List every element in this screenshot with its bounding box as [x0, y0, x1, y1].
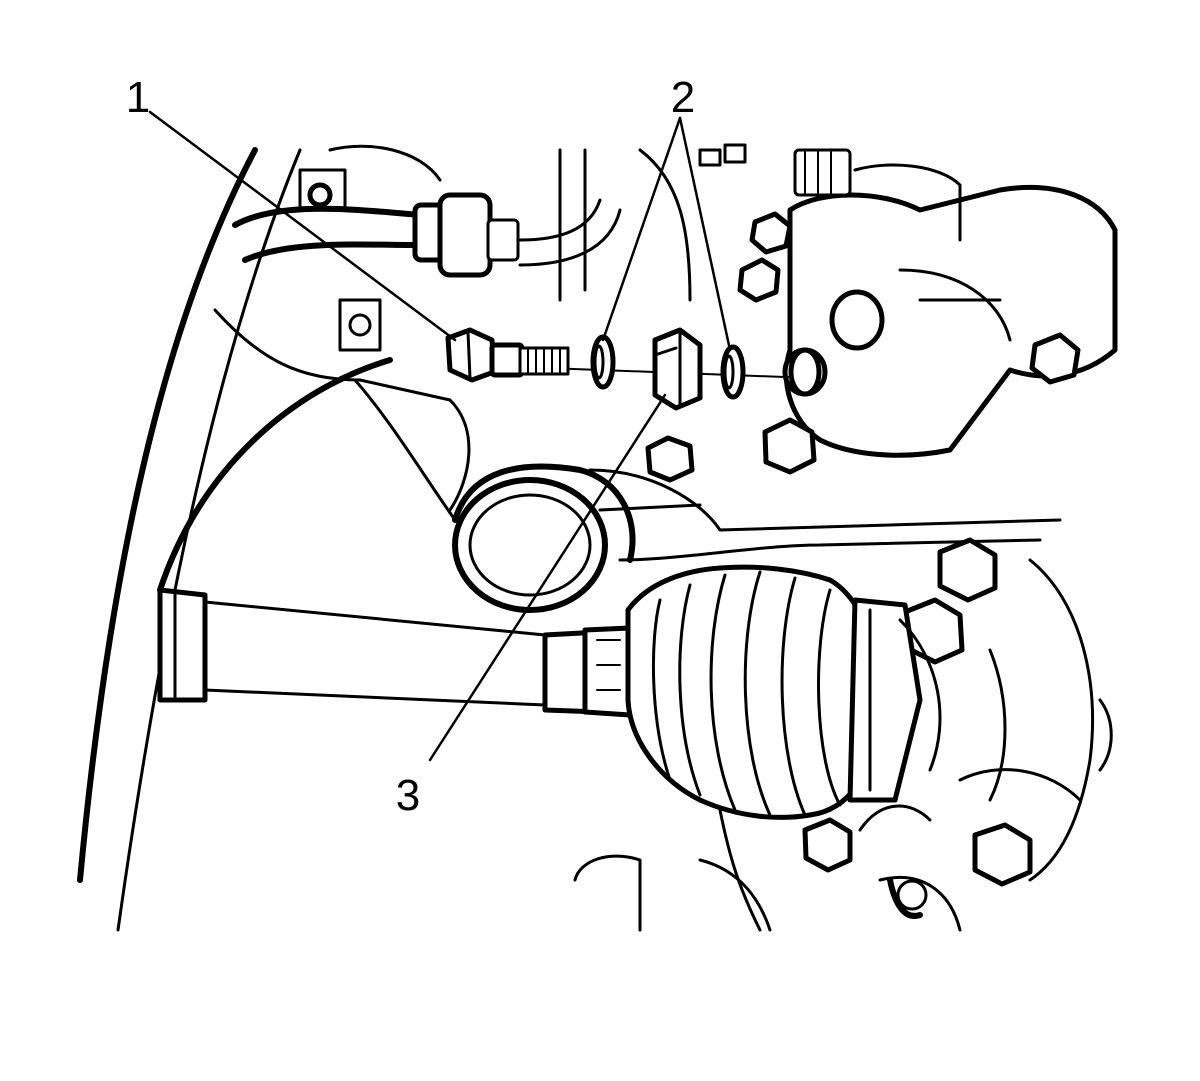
lower-control-arm: [573, 558, 1113, 932]
exploded-fasteners: [445, 327, 822, 411]
mounting-bolts: [645, 211, 1081, 887]
drive-axle-shaft: [157, 587, 633, 718]
callout-2: 2: [671, 73, 695, 122]
leader-line-2a: [601, 116, 682, 342]
washer-rear: [720, 344, 746, 400]
bushing: [652, 327, 703, 411]
cv-joint-boot: [625, 564, 942, 820]
leader-line-2b: [678, 116, 732, 352]
washer-front: [590, 334, 616, 390]
leader-line-3: [428, 393, 667, 762]
callout-1: 1: [126, 73, 150, 122]
bolt: [445, 327, 570, 383]
leader-lines: [148, 110, 732, 762]
knuckle-housing: [157, 308, 1062, 613]
leader-line-1: [148, 110, 457, 342]
brake-caliper: [782, 148, 1118, 458]
mounting-hole: [788, 347, 822, 397]
upper-hoses: [232, 143, 747, 352]
wheel-well-outline: [77, 147, 302, 932]
callout-3: 3: [396, 771, 420, 820]
